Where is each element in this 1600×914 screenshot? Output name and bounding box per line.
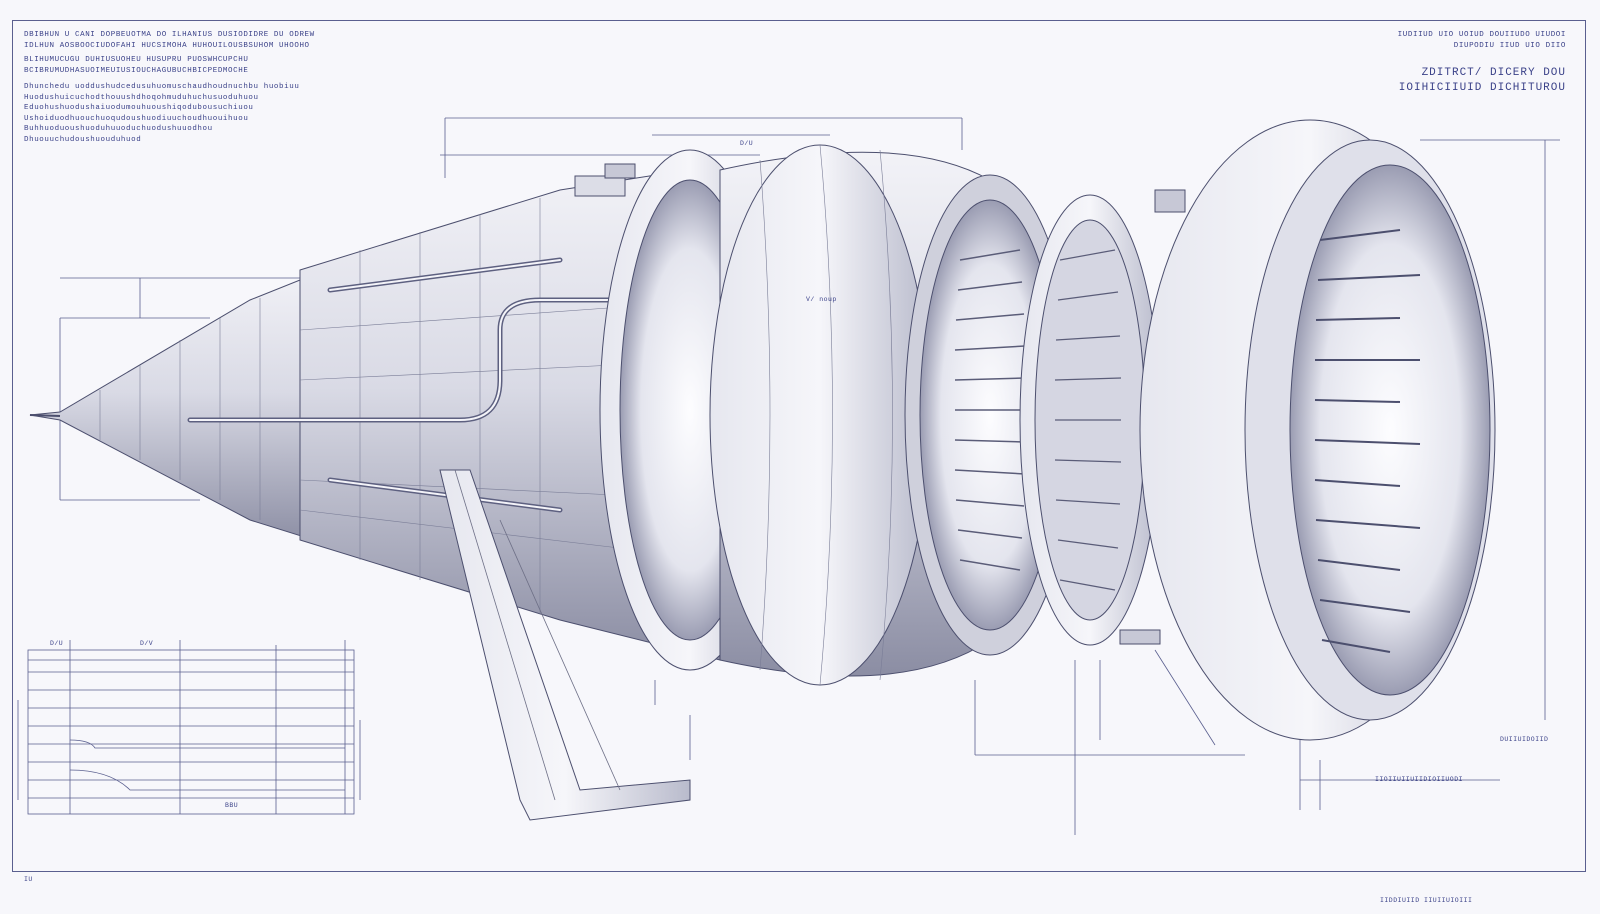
note-line: Eduohushuodushaiuodumouhuoushiqodubousuc…: [24, 104, 254, 112]
dim-label-c: BBU: [225, 802, 239, 809]
drawing-frame: [12, 20, 1586, 872]
dimension-table: [17, 640, 361, 815]
title-heading-2: IOIHICIIUID DICHITUROU: [1398, 82, 1566, 94]
note-line: Ushoiduodhuouchuoqudoushuodiuuchoudhuoui…: [24, 114, 249, 123]
footer-left-label: IU: [24, 876, 33, 883]
dim-label-top: D/U: [740, 140, 754, 147]
compressor-blades: [954, 249, 1026, 571]
dim-label-b: D/U: [50, 640, 64, 647]
dim-label-side: V/ noup: [806, 296, 837, 303]
note-line: BCIBRUMUDHASUOIMEUIUSIOUCHAGUBUCHBICPEDM…: [24, 66, 249, 75]
note-line: DBIBHUN U CANI DOPBEUOTMA DO ILHANIUS DU…: [24, 31, 315, 39]
dim-label-d: DUIIUIDOIID: [1500, 736, 1549, 743]
engine-body: [29, 119, 1496, 821]
title-heading-1: ZDITRCT/ DICERY DOU: [1421, 67, 1566, 79]
dim-label-e: IIOIIUIIUIIDIOIIUODI: [1375, 776, 1464, 783]
note-line: BLIHUMUCUGU DUHIUSUOHEU HUSUPRU PUOSWHCU…: [24, 56, 249, 64]
footer-right-label: IIDDIUIID IIUIIUIOIII: [1380, 897, 1473, 904]
note-line: Buhhuoduoushuoduhuuoduchuodushuuodhou: [24, 125, 213, 133]
note-line: Dhunchedu uoddushudcedusuhuomuschaudhoud…: [24, 83, 300, 91]
note-line: Huodushuicuchodthouushdhoqohmuduhuchusuo…: [24, 93, 259, 102]
title-block: IUDIIUD UIO UOIUD DOUIIUDO UIUDOI DIUPOD…: [1398, 30, 1566, 96]
note-line: IDLHUN AOSBOOCIUDOFAHI HUCSIMOHA HUHOUIL…: [24, 41, 310, 50]
title-line-1: IUDIIUD UIO UOIUD DOUIIUDO UIUDOI: [1397, 31, 1566, 39]
dim-label-a: D/V: [140, 640, 154, 647]
note-line: Dhuouuchudoushuouduhuod: [24, 135, 142, 144]
nozzle-vanes: [1314, 229, 1421, 653]
notes-block: DBIBHUN U CANI DOPBEUOTMA DO ILHANIUS DU…: [24, 30, 384, 145]
title-line-2: DIUPODIU IIUD UIO DIIO: [1453, 42, 1566, 50]
